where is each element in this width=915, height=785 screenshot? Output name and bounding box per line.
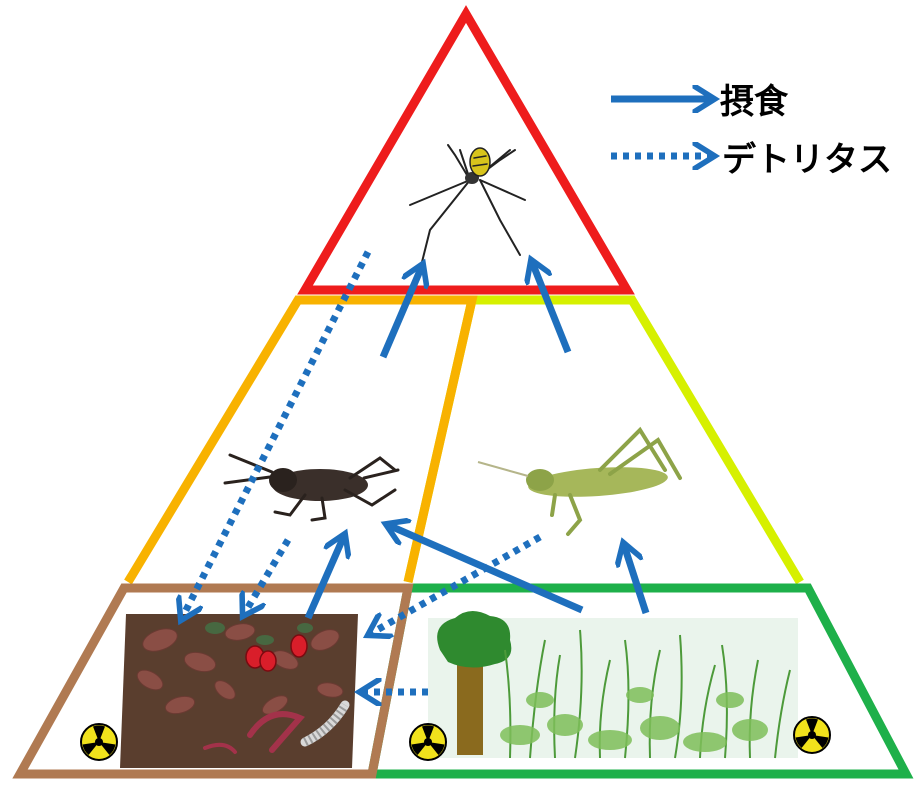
- plants-icon: [428, 611, 798, 758]
- grasshopper-icon: [478, 430, 680, 534]
- feeding-arrow: [532, 262, 568, 352]
- apex-predator-section: [305, 14, 627, 290]
- radiation-icon: [410, 724, 446, 760]
- legend-detritus-label: デトリタス: [722, 140, 892, 180]
- soil-leaf-litter-icon: [120, 614, 358, 768]
- feeding-arrow: [308, 536, 344, 618]
- feeding-arrow: [383, 266, 422, 357]
- cricket-icon: [225, 455, 398, 520]
- spider-icon: [410, 145, 525, 270]
- legend-feeding-label: 摂食: [720, 82, 789, 122]
- radiation-icon: [81, 724, 117, 760]
- legend: 摂食 デトリタス: [611, 82, 892, 180]
- detritus-arrow: [244, 540, 288, 614]
- radiation-icon: [794, 717, 830, 753]
- feeding-arrow: [624, 545, 646, 613]
